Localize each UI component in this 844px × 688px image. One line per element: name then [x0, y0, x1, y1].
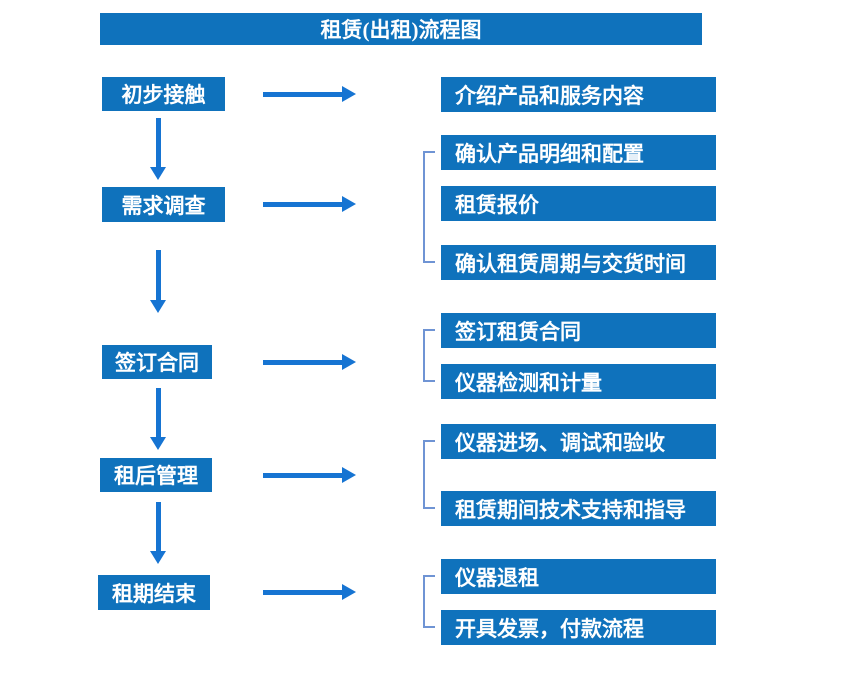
stage-box-sign-contract: 签订合同 [102, 345, 212, 379]
stage-box-rental-end: 租期结束 [98, 575, 210, 610]
group-bracket [423, 575, 435, 628]
group-bracket [423, 440, 435, 509]
detail-box-invoice-payment-process: 开具发票，付款流程 [441, 610, 716, 645]
detail-box-instrument-inspection-metering: 仪器检测和计量 [441, 364, 716, 399]
stage-box-post-rental-management: 租后管理 [100, 458, 212, 492]
stage-box-demand-survey: 需求调查 [102, 187, 225, 222]
stage-box-initial-contact: 初步接触 [102, 77, 225, 111]
detail-box-confirm-rental-period-delivery: 确认租赁周期与交货时间 [441, 245, 716, 280]
group-bracket [423, 151, 435, 263]
detail-box-instrument-arrival-debug-acceptance: 仪器进场、调试和验收 [441, 424, 716, 459]
flow-right-arrow-icon [263, 584, 356, 600]
group-bracket [423, 329, 435, 382]
flow-down-arrow-icon [150, 502, 166, 564]
detail-box-technical-support-guidance: 租赁期间技术支持和指导 [441, 491, 716, 526]
flow-down-arrow-icon [150, 118, 166, 180]
flow-right-arrow-icon [263, 354, 356, 370]
flow-down-arrow-icon [150, 250, 166, 313]
detail-box-confirm-product-details-config: 确认产品明细和配置 [441, 135, 716, 170]
detail-box-instrument-return: 仪器退租 [441, 559, 716, 594]
flowchart-title: 租赁(出租)流程图 [100, 13, 702, 45]
flow-right-arrow-icon [263, 467, 356, 483]
detail-box-rental-quotation: 租赁报价 [441, 186, 716, 221]
flow-down-arrow-icon [150, 388, 166, 450]
flow-right-arrow-icon [263, 196, 356, 212]
detail-box-introduce-products-services: 介绍产品和服务内容 [441, 77, 716, 112]
flow-right-arrow-icon [263, 86, 356, 102]
detail-box-sign-rental-contract: 签订租赁合同 [441, 313, 716, 348]
